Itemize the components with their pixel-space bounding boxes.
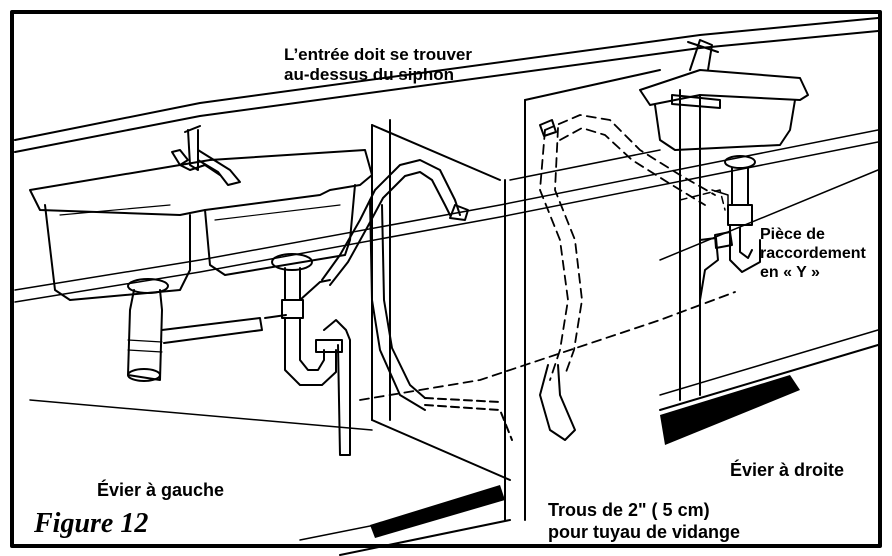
hidden-hose-path	[359, 114, 736, 401]
garbage-disposer	[127, 278, 263, 382]
y-piece-label-line-1: Pièce de	[760, 226, 825, 243]
right-y-trap	[679, 155, 761, 301]
holes-label-line-1: Trous de 2" ( 5 cm)	[548, 500, 710, 520]
y-piece-label: Pièce de raccordement en « Y »	[760, 225, 866, 283]
right-cabinet	[659, 89, 879, 411]
y-piece-label-line-3: en « Y »	[760, 264, 820, 282]
hose-end-middle	[539, 364, 576, 441]
middle-cabinet	[504, 69, 661, 521]
holes-label: Trous de 2" ( 5 cm) pour tuyau de vidang…	[548, 500, 740, 543]
drain-hose-left	[321, 159, 513, 441]
holes-label-line-2: pour tuyau de vidange	[548, 521, 741, 542]
hose-clip	[539, 119, 557, 137]
y-piece-label-line-2: raccordement	[760, 245, 866, 263]
figure-border	[10, 10, 882, 548]
left-sink-label: Évier à gauche	[97, 480, 225, 500]
inlet-label-line-1: L’entrée doit se trouver	[284, 45, 472, 64]
left-faucet	[171, 125, 241, 186]
right-sink-label: Évier à droite	[730, 460, 845, 480]
inlet-label-line-2: au-dessus du siphon	[284, 65, 455, 85]
left-floor-shadow	[370, 485, 505, 538]
inlet-label: L’entrée doit se trouver au-dessus du si…	[284, 45, 472, 86]
figure-caption: Figure 12	[34, 508, 149, 539]
left-double-sink	[29, 149, 373, 301]
right-floor-shadow	[660, 375, 800, 445]
right-sink	[639, 39, 809, 151]
left-drain-trap	[264, 253, 351, 456]
